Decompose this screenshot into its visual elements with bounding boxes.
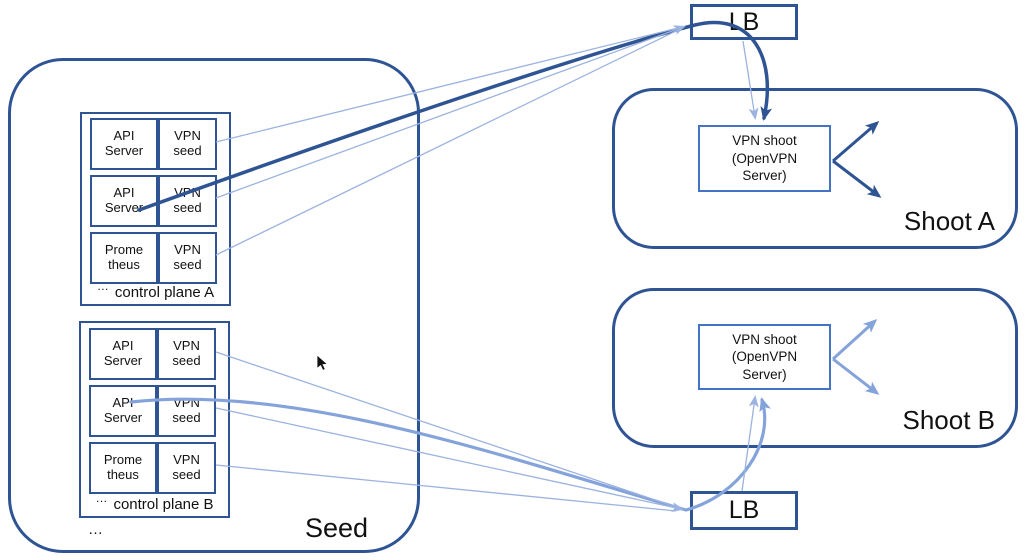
cp-a-vpn-seed-2: VPN seed	[158, 175, 217, 227]
cp-a-ellipsis: …	[96, 279, 110, 293]
vpn-shoot-b-line2: (OpenVPN	[731, 349, 798, 365]
control-plane-b-grid: API Server VPN seed API Server VPN seed …	[89, 328, 216, 494]
shoot-a-label: Shoot A	[903, 206, 995, 236]
cp-a-label: control plane A	[114, 284, 215, 301]
seed-more-ellipsis: …	[88, 521, 104, 538]
load-balancer-top: LB	[690, 4, 798, 40]
control-plane-b-box: API Server VPN seed API Server VPN seed …	[79, 321, 230, 518]
cp-a-prometheus: Prome theus	[90, 232, 158, 284]
vpn-shoot-b-box: VPN shoot (OpenVPN Server)	[698, 324, 831, 390]
lb-bottom-label: LB	[728, 496, 760, 524]
lb-top-label: LB	[728, 7, 760, 36]
cp-a-api-server-1: API Server	[90, 118, 158, 170]
cp-b-prometheus: Prome theus	[89, 442, 157, 494]
cp-b-api-server-1: API Server	[89, 328, 157, 380]
vpn-shoot-a-line2: (OpenVPN	[731, 150, 798, 166]
cp-b-vpn-seed-1: VPN seed	[157, 328, 216, 380]
vpn-shoot-a-line1: VPN shoot	[732, 133, 797, 149]
vpn-shoot-b-line3: Server)	[742, 366, 787, 382]
seed-label: Seed	[305, 513, 369, 543]
load-balancer-bottom: LB	[690, 491, 798, 530]
vpn-shoot-a-box: VPN shoot (OpenVPN Server)	[698, 125, 831, 192]
shoot-b-label: Shoot B	[902, 405, 995, 435]
cp-b-label: control plane B	[113, 496, 214, 513]
control-plane-a-grid: API Server VPN seed API Server VPN seed …	[90, 118, 217, 284]
vpn-shoot-a-line3: Server)	[742, 168, 787, 184]
cp-b-api-server-2: API Server	[89, 385, 157, 437]
cp-a-api-server-2: API Server	[90, 175, 158, 227]
cp-a-vpn-seed-3: VPN seed	[158, 232, 217, 284]
cp-b-vpn-seed-3: VPN seed	[157, 442, 216, 494]
control-plane-a-box: API Server VPN seed API Server VPN seed …	[80, 112, 231, 306]
cp-b-ellipsis: …	[95, 491, 109, 505]
cp-b-vpn-seed-2: VPN seed	[157, 385, 216, 437]
cp-a-vpn-seed-1: VPN seed	[158, 118, 217, 170]
vpn-shoot-b-line1: VPN shoot	[732, 331, 797, 347]
control-plane-b-caption: … control plane B	[81, 491, 228, 513]
control-plane-a-caption: … control plane A	[82, 279, 229, 301]
